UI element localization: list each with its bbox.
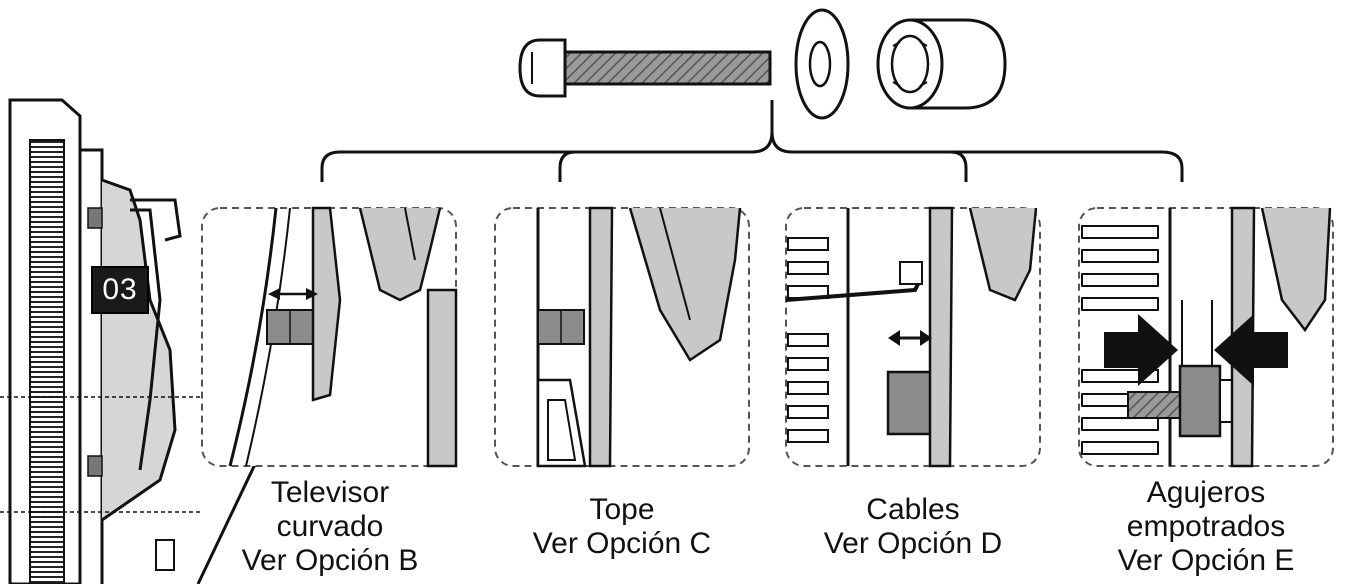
step-number-badge: 03 bbox=[91, 266, 149, 314]
panel-recessed-holes bbox=[1078, 206, 1334, 468]
panel-curved-tv bbox=[201, 206, 458, 468]
caption-line: Ver Opción E bbox=[1117, 544, 1295, 577]
bolt-icon bbox=[518, 38, 772, 98]
caption-line: empotrados bbox=[1126, 510, 1286, 543]
option-brace bbox=[320, 100, 1184, 182]
caption-cables: Cables Ver Opción D bbox=[788, 493, 1038, 561]
caption-line: curvado bbox=[276, 510, 384, 543]
panel-stop bbox=[494, 206, 750, 468]
caption-line: Ver Opción D bbox=[823, 527, 1003, 560]
caption-stop: Tope Ver Opción C bbox=[497, 493, 747, 561]
spacer-icon bbox=[876, 18, 1007, 110]
washer-icon bbox=[794, 8, 850, 120]
caption-line: Ver Opción C bbox=[532, 527, 712, 560]
tv-side-view bbox=[0, 98, 200, 584]
caption-line: Cables bbox=[866, 493, 960, 526]
panel-cables bbox=[785, 206, 1041, 468]
caption-recessed-holes: Agujeros empotrados Ver Opción E bbox=[1081, 476, 1331, 578]
caption-line: Ver Opción B bbox=[241, 544, 419, 577]
caption-line: Televisor bbox=[270, 476, 390, 509]
caption-line: Agujeros bbox=[1146, 476, 1266, 509]
caption-line: Tope bbox=[589, 493, 655, 526]
caption-curved-tv: Televisor curvado Ver Opción B bbox=[205, 476, 455, 578]
